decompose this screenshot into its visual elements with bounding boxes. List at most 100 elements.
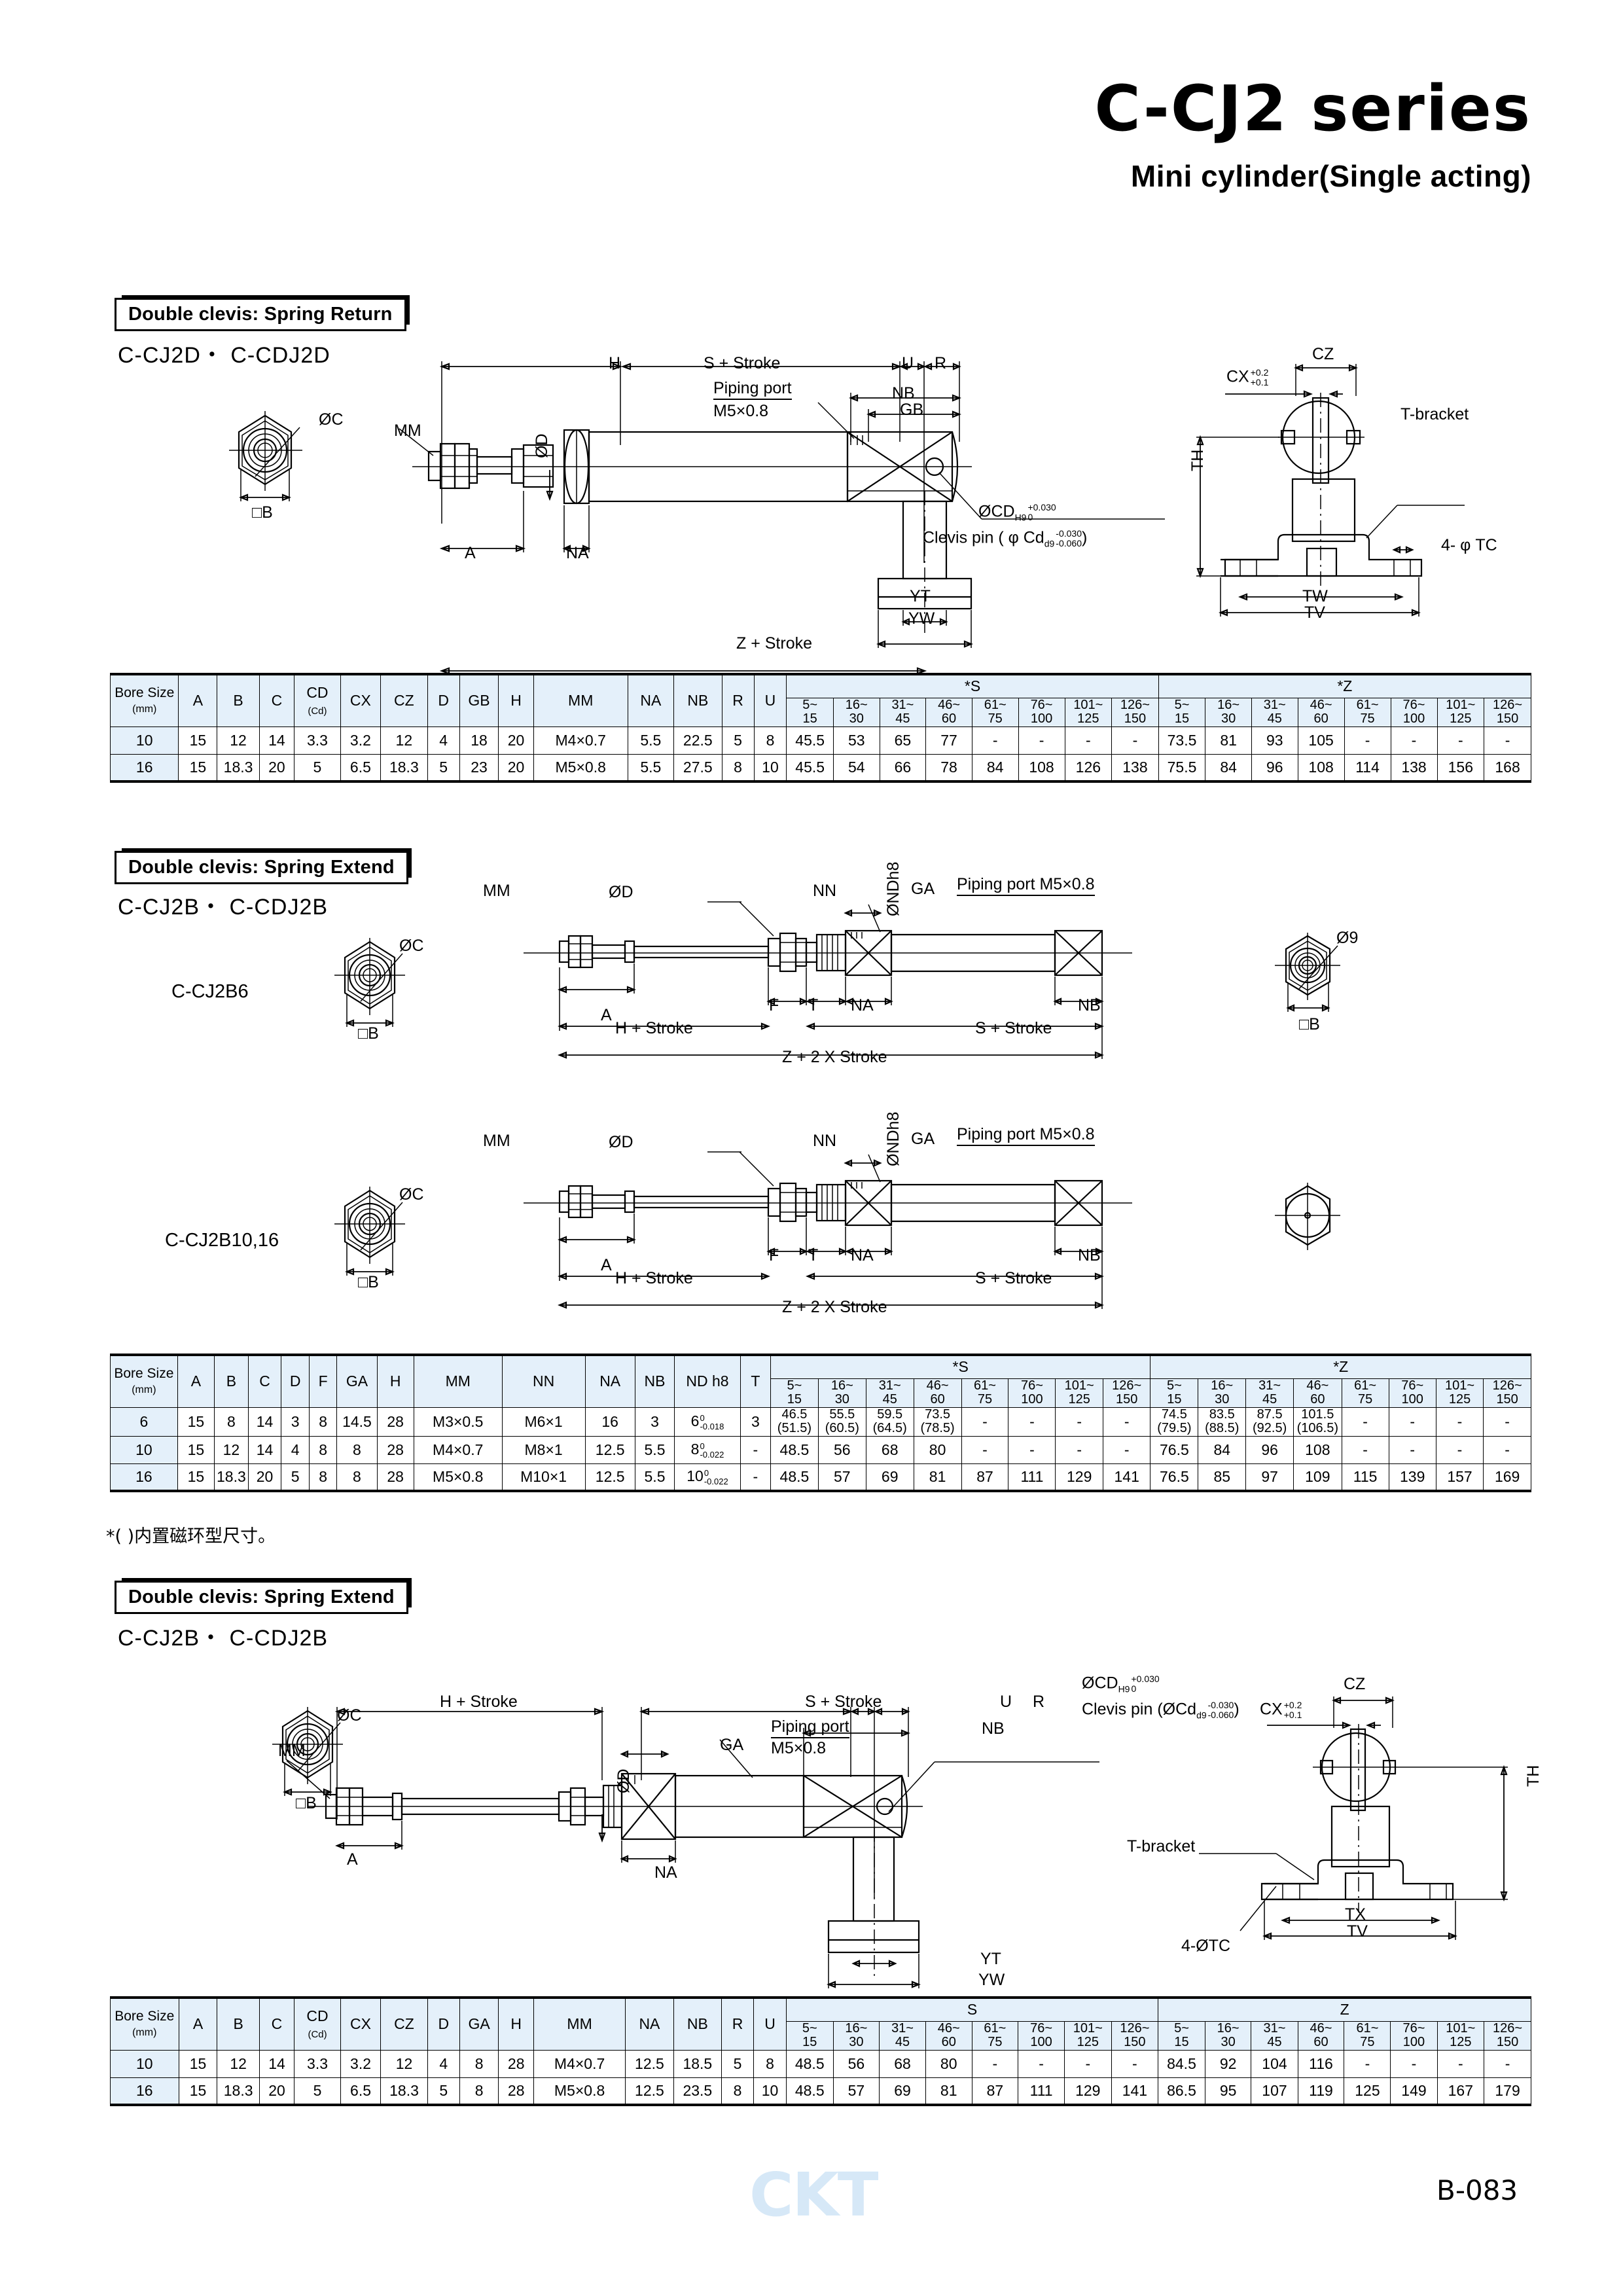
cell-s-1: 54 <box>832 753 880 783</box>
range-header-s-1: 16~30 <box>817 1378 866 1408</box>
cell-na: 12.5 <box>584 1435 635 1464</box>
cell-z-0: 74.5(79.5) <box>1150 1407 1199 1437</box>
cell-z-4: 114 <box>1344 753 1391 783</box>
cell-mm: M4×0.7 <box>533 2049 626 2078</box>
col-header-a: A <box>177 1353 215 1408</box>
cell-z-0: 76.5 <box>1150 1435 1199 1464</box>
range-header-z-4: 61~75 <box>1341 1378 1389 1408</box>
cell-ga: 8 <box>459 2049 499 2078</box>
od-label-1: ØD <box>533 433 551 459</box>
cell-z-0: 75.5 <box>1158 753 1206 783</box>
cell-na: 12.5 <box>625 2049 674 2078</box>
cell-z-6: 156 <box>1436 753 1485 783</box>
section-2-plate: Double clevis: Spring Extend <box>115 848 412 885</box>
na-label-1: NA <box>566 544 589 562</box>
end-view-right-2b <box>1275 1183 1340 1250</box>
col-header-f: F <box>308 1353 338 1408</box>
cell-s-5: - <box>1018 726 1065 755</box>
a-label-1: A <box>465 544 476 562</box>
cell-z-4: - <box>1344 2049 1391 2078</box>
cell-s-2: 59.5(64.5) <box>865 1407 914 1437</box>
tx-label-3: TX <box>1345 1905 1366 1924</box>
col-header-b: B <box>217 1996 260 2051</box>
cell-s-0: 48.5 <box>770 1435 819 1464</box>
range-header-z-6: 101~125 <box>1436 2020 1485 2051</box>
cell-u: 10 <box>753 2077 787 2107</box>
cell-r: 5 <box>721 726 755 755</box>
cell-s-2: 69 <box>865 1463 914 1493</box>
range-header-s-1: 16~30 <box>832 697 880 727</box>
range-header-z-2: 31~45 <box>1251 697 1298 727</box>
cell-c: 20 <box>247 1463 282 1493</box>
cell-s-7: - <box>1102 1435 1151 1464</box>
cell-cd: 3.3 <box>294 2049 341 2078</box>
mm-label-1: MM <box>394 422 421 440</box>
col-header-mm: MM <box>533 672 628 727</box>
col-header-nb: NB <box>634 1353 675 1408</box>
od-label-2b: ØD <box>609 1133 633 1151</box>
cylinder-drawing-1 <box>399 361 1165 675</box>
col-header-gb: GB <box>459 672 499 727</box>
cell-z-6: - <box>1436 2049 1485 2078</box>
section-3-models: C-CJ2B・ C-CDJ2B <box>118 1626 329 1651</box>
cell-s-1: 57 <box>832 2077 880 2107</box>
f-label-2a: F <box>769 996 779 1014</box>
cell-mm: M3×0.5 <box>413 1407 503 1437</box>
cell-s-5: 108 <box>1018 753 1065 783</box>
cell-s-4: - <box>961 1435 1009 1464</box>
cell-z-3: 116 <box>1297 2049 1345 2078</box>
th-label-1: TH <box>1188 449 1207 471</box>
section-3-plate: Double clevis: Spring Extend <box>115 1577 412 1615</box>
mm-label-2b: MM <box>483 1132 510 1150</box>
cell-nb: 23.5 <box>673 2077 722 2107</box>
t-bracket-label-1: T-bracket <box>1400 405 1469 423</box>
cell-h: 28 <box>376 1407 414 1437</box>
cell-z-4: 125 <box>1344 2077 1391 2107</box>
cell-z-3: 109 <box>1293 1463 1342 1493</box>
cell-b: 18.3 <box>217 2077 260 2107</box>
cell-cx: 6.5 <box>340 2077 382 2107</box>
end-view-clevis-3 <box>272 1707 343 1796</box>
group-header-s: *S <box>786 673 1159 698</box>
s-stroke-label-2b: S + Stroke <box>975 1269 1052 1287</box>
cell-nd-h8: 80-0.022 <box>674 1435 741 1464</box>
cell-s-3: 77 <box>925 726 972 755</box>
cell-z-7: 169 <box>1483 1463 1531 1493</box>
r-label-1: R <box>935 354 947 372</box>
cell-s-1: 56 <box>832 2049 880 2078</box>
cell-s-2: 65 <box>879 726 927 755</box>
range-header-s-1: 16~30 <box>832 2020 880 2051</box>
cell-nd-h8: 60-0.018 <box>674 1407 741 1437</box>
cell-r: 8 <box>721 753 755 783</box>
col-header-b: B <box>217 672 260 727</box>
h-stroke-label-2b: H + Stroke <box>615 1269 693 1287</box>
t-bracket-drawing-3 <box>1199 1696 1508 1940</box>
cell-cx: 6.5 <box>340 753 382 783</box>
s-stroke-label-1: S + Stroke <box>704 354 781 372</box>
h-stroke-label-2a: H + Stroke <box>615 1019 693 1037</box>
cylinder-drawing-2a <box>524 901 1132 1059</box>
cell-s-7: 138 <box>1111 753 1159 783</box>
cell-s-3: 73.5(78.5) <box>913 1407 962 1437</box>
cell-s-7: - <box>1111 2049 1159 2078</box>
cell-cz: 12 <box>380 2049 428 2078</box>
cell-na: 5.5 <box>627 726 675 755</box>
r-label-3: R <box>1033 1693 1045 1711</box>
cell-s-4: - <box>971 726 1019 755</box>
cell-gb: 18 <box>459 726 499 755</box>
cell-z-2: 93 <box>1251 726 1298 755</box>
range-header-s-0: 5~15 <box>785 2020 834 2051</box>
section-1-plate: Double clevis: Spring Return <box>115 295 410 332</box>
col-header-mm: MM <box>533 1996 626 2051</box>
range-header-z-0: 5~15 <box>1158 697 1206 727</box>
range-header-s-7: 126~150 <box>1111 697 1159 727</box>
cell-mm: M4×0.7 <box>533 726 628 755</box>
cylinder-drawing-2b <box>524 1151 1132 1309</box>
cell-cd: 5 <box>294 753 341 783</box>
od-label-3: ØD <box>615 1768 633 1794</box>
cell-d: 4 <box>427 726 460 755</box>
cell-d: 4 <box>281 1435 310 1464</box>
